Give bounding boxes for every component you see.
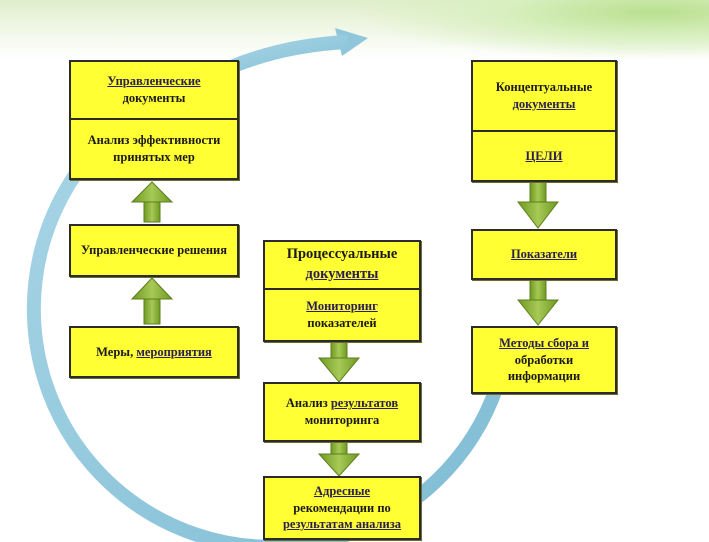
arrow-up-decisions	[130, 277, 174, 325]
box-methods: Методы сбора и обработки информации	[471, 326, 617, 394]
monitoring-line2: показателей	[307, 316, 377, 330]
arrow-down-goals	[516, 181, 560, 229]
concept-docs-line2: документы	[512, 97, 576, 111]
background-header-wash	[0, 0, 709, 60]
arrow-down-analysis-results	[317, 441, 361, 477]
monitoring-line1: Мониторинг	[306, 299, 378, 314]
analysis-effect-line1: Анализ эффективности	[87, 133, 221, 148]
box-monitoring: Мониторинг показателей	[263, 288, 421, 342]
arrow-down-monitoring	[317, 341, 361, 383]
box-measures: Меры, мероприятия	[69, 326, 239, 378]
measures-part2: мероприятия	[136, 344, 212, 359]
box-upravl-decisions: Управленческие решения	[69, 224, 239, 277]
upravl-docs-line1: Управленческие	[107, 74, 201, 89]
recommendations-line3: результатам анализа	[282, 517, 402, 532]
box-process-documents: Процессуальные документы	[263, 240, 421, 290]
methods-line2: обработки	[514, 352, 574, 367]
analysis-results-line2: мониторинга	[304, 413, 380, 427]
box-goals: ЦЕЛИ	[471, 130, 617, 182]
box-analysis-results: Анализ результатов мониторинга	[263, 382, 421, 442]
measures-part1: Меры,	[96, 344, 137, 359]
recommendations-line2: рекомендации по	[293, 500, 391, 515]
analysis-effect-line2: принятых мер	[113, 150, 195, 164]
process-docs-line1: Процессуальные	[286, 246, 398, 263]
concept-docs-line1: Концептуальные	[495, 80, 593, 95]
upravl-decisions-label: Управленческие решения	[80, 243, 228, 258]
methods-line3: информации	[507, 369, 581, 384]
box-analysis-effectiveness: Анализ эффективности принятых мер	[69, 118, 239, 180]
process-docs-line2: документы	[305, 266, 379, 282]
indicators-label: Показатели	[510, 247, 578, 262]
box-upravl-documents: Управленческие документы	[69, 60, 239, 120]
methods-line1: Методы сбора и	[499, 335, 589, 350]
analysis-results-part2: результатов	[330, 396, 399, 411]
box-indicators: Показатели	[471, 229, 617, 280]
analysis-results-part1: Анализ	[285, 396, 331, 411]
arrow-up-analysis	[130, 181, 174, 223]
recommendations-line1: Адресные	[313, 483, 371, 498]
upravl-docs-line2: документы	[122, 91, 186, 105]
arrow-down-indicators	[516, 279, 560, 326]
goals-label: ЦЕЛИ	[525, 148, 563, 163]
box-concept-documents: Концептуальные документы	[471, 60, 617, 132]
box-recommendations: Адресные рекомендации по результатам ана…	[263, 476, 421, 540]
